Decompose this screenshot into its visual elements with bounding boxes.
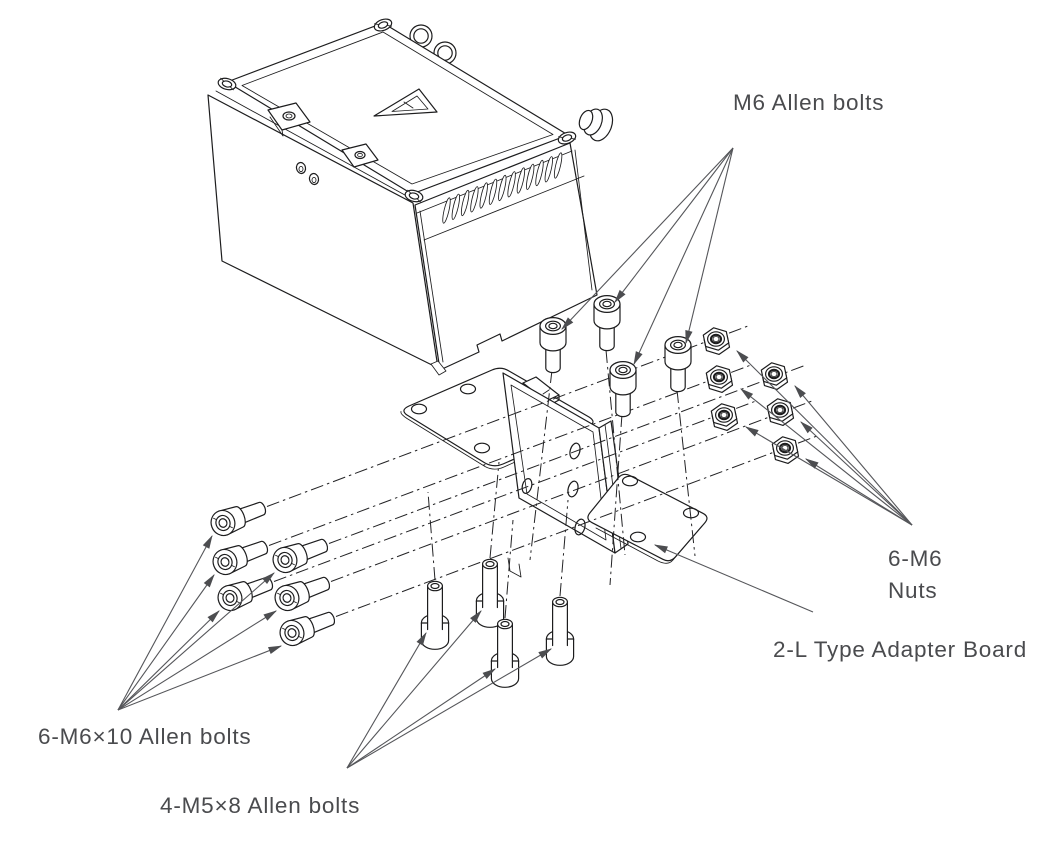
rail-block (341, 143, 379, 168)
m5x8-allen-bolt (490, 618, 520, 688)
m6x10-allen-bolt (206, 494, 270, 540)
m6x10-allen-bolt (213, 569, 277, 615)
m6-allen-bolt (539, 317, 567, 374)
device-box (207, 16, 614, 376)
centerlines (222, 325, 818, 634)
label-m6-nuts-line1: 6-M6 (888, 546, 942, 571)
led-indicator-icon (295, 161, 320, 186)
label-m6-allen-bolts: M6 Allen bolts (733, 90, 884, 115)
m6-nut (710, 402, 739, 432)
m5x8-allen-bolt (475, 558, 505, 628)
label-m6-nuts-line2: Nuts (888, 578, 937, 603)
m6-allen-bolt (609, 361, 637, 418)
adapter-board-right (567, 420, 708, 564)
m6-nut (702, 326, 731, 356)
m6x10-allen-bolt (208, 533, 272, 579)
leader-adapter-board (653, 544, 814, 613)
leader-arrows (117, 147, 913, 769)
m6x10-allen-bolt (268, 531, 332, 577)
hardware (206, 295, 800, 688)
m6-nut (705, 364, 734, 394)
leader-m6-nuts (736, 350, 913, 526)
leader-m6-bolts (561, 147, 734, 366)
m5x8-allen-bolt (545, 596, 575, 666)
m6-allen-bolt (664, 336, 692, 393)
adapter-board-left (400, 367, 616, 578)
rail-block (267, 102, 311, 137)
m6x10-allen-bolt (275, 604, 339, 650)
leader-m5x8-bolts (346, 610, 553, 769)
m6-allen-bolt (593, 295, 621, 352)
logo-mark-icon (373, 88, 438, 117)
m6-nut (760, 361, 789, 391)
side-connector-icon (578, 108, 614, 142)
vent-slots (442, 152, 563, 224)
m6x10-allen-bolt (270, 569, 334, 615)
label-adapter-board: 2-L Type Adapter Board (773, 637, 1027, 662)
m5x8-allen-bolt (420, 580, 450, 650)
label-m6x10-allen-bolts: 6-M6×10 Allen bolts (38, 724, 251, 749)
leader-m6x10-bolts (117, 534, 283, 711)
label-m5x8-allen-bolts: 4-M5×8 Allen bolts (160, 793, 360, 818)
adapter-plate (587, 473, 708, 562)
box-right-face (414, 142, 598, 371)
labels: M6 Allen bolts 6-M6 Nuts 2-L Type Adapte… (38, 90, 1027, 818)
